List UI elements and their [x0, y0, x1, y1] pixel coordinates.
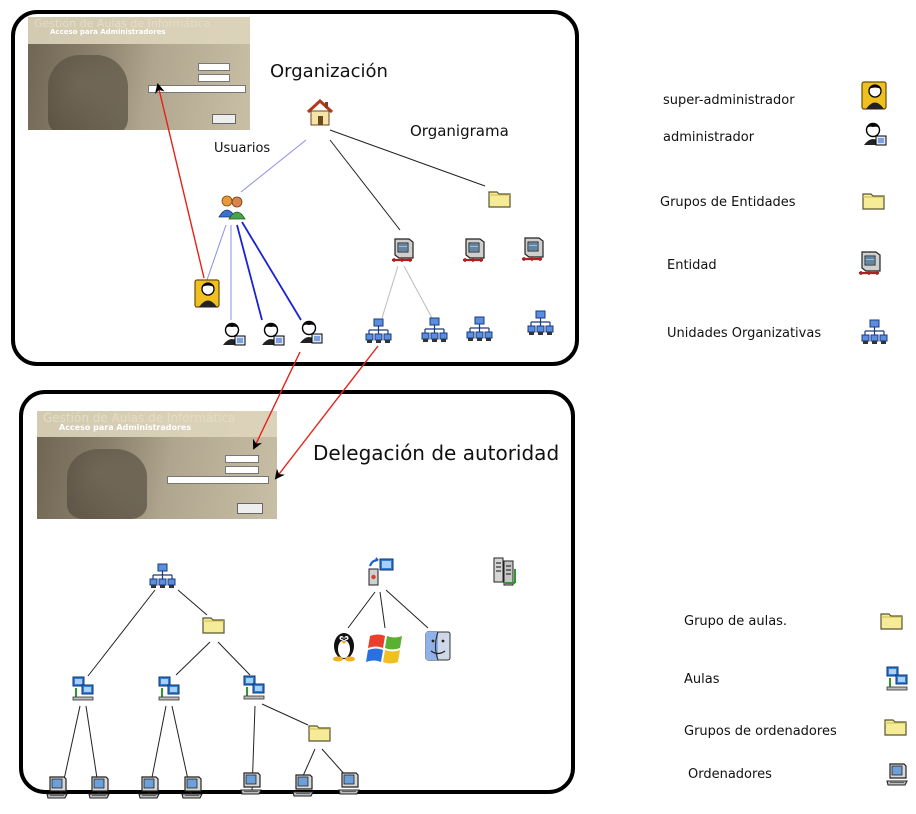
edge-line [206, 224, 227, 281]
org-unit-network-icon [421, 317, 448, 343]
super-admin-icon [861, 81, 887, 110]
mac-finder-icon [425, 631, 451, 661]
computer-icon [88, 776, 110, 799]
edge-line [217, 641, 251, 676]
classroom-network-icon [243, 675, 265, 700]
computer-icon [886, 763, 908, 786]
org-unit-network-icon [861, 319, 888, 345]
classroom-network-icon [72, 676, 94, 701]
servers-icon [493, 557, 516, 586]
classroom-network-icon [886, 666, 908, 691]
admin-to-login-arrow [252, 351, 301, 450]
edge-line [236, 224, 263, 321]
house-to-folder-edge [329, 129, 486, 187]
admin-icon [222, 322, 246, 346]
computer-icon [338, 772, 360, 795]
usuarios-label: Usuarios [214, 141, 271, 156]
org-tree-edges [206, 129, 486, 321]
admin-icon [299, 320, 323, 344]
folder-icon [308, 725, 331, 742]
edge-line [381, 265, 399, 319]
legend-super-admin-label: super-administrador [663, 93, 795, 108]
edge-line [177, 589, 208, 616]
edge-line [347, 591, 376, 629]
delegation-arrows [154, 83, 379, 480]
folder-icon [862, 193, 885, 210]
entity-server-icon [461, 237, 486, 264]
edge-line [241, 221, 302, 321]
organigrama-label: Organigrama [410, 122, 509, 140]
edge-line [321, 748, 347, 777]
admin-icon [863, 122, 887, 146]
legend-unidades-label: Unidades Organizativas [667, 326, 822, 341]
org-unit-network-icon [149, 563, 176, 589]
org-unit-network-icon [365, 318, 392, 344]
house-to-entity-edge [329, 139, 401, 231]
folder-icon [202, 617, 225, 634]
super-admin-icon [194, 279, 220, 308]
classroom-network-icon [158, 676, 180, 701]
computer-icon [292, 774, 314, 797]
house-to-users-edge [240, 139, 307, 193]
ou-to-login-arrow [274, 345, 379, 480]
delegation-tree-edges [59, 589, 429, 799]
login-screenshot-top: Gestión de Aulas de Informática Acceso p… [28, 17, 250, 130]
edge-line [385, 589, 429, 629]
edge-line [379, 591, 386, 629]
entity-server-icon [857, 250, 882, 277]
login-subtitle: Acceso para Administradores [59, 423, 192, 432]
legend-admin-label: administrador [663, 130, 755, 145]
superadmin-to-login-arrow [154, 83, 205, 279]
folder-icon [880, 613, 903, 630]
edge-line [302, 748, 316, 777]
legend-grupos-entidades-label: Grupos de Entidades [660, 195, 796, 210]
computer-icon [240, 772, 262, 795]
org-unit-network-icon [466, 316, 493, 342]
legend-aulas-label: Aulas [684, 672, 720, 687]
edge-line [87, 589, 156, 677]
org-unit-network-icon [527, 310, 554, 336]
legend-grupo-aulas-label: Grupo de aulas. [684, 614, 788, 629]
legend-ordenadores-label: Ordenadores [688, 767, 772, 782]
computer-icon [181, 776, 203, 799]
entity-server-icon [520, 236, 545, 263]
admin-icon [261, 322, 285, 346]
entity-server-icon [390, 237, 415, 264]
legend-grupos-ordenadores-label: Grupos de ordenadores [684, 724, 837, 739]
organizacion-title: Organización [270, 61, 388, 82]
deploy-server-icon [368, 556, 394, 586]
edge-line [403, 265, 433, 319]
home-icon [306, 99, 334, 127]
windows-logo-icon [366, 634, 402, 664]
delegacion-title: Delegación de autoridad [313, 441, 560, 465]
edge-line [175, 641, 211, 676]
computer-icon [138, 776, 160, 799]
login-screenshot-bottom: Gestión de Aulas de Informática Acceso p… [37, 411, 277, 519]
computer-icon [46, 776, 68, 799]
edge-line [261, 703, 309, 726]
login-subtitle: Acceso para Administradores [50, 28, 166, 36]
login-title: Gestión de Aulas de Informática [43, 411, 236, 425]
linux-tux-icon [333, 633, 355, 662]
users-group-icon [218, 195, 246, 220]
login-title: Gestión de Aulas de Informática [34, 17, 211, 30]
folder-icon [884, 719, 907, 736]
folder-icon [488, 191, 511, 208]
legend-entidad-label: Entidad [667, 258, 717, 273]
